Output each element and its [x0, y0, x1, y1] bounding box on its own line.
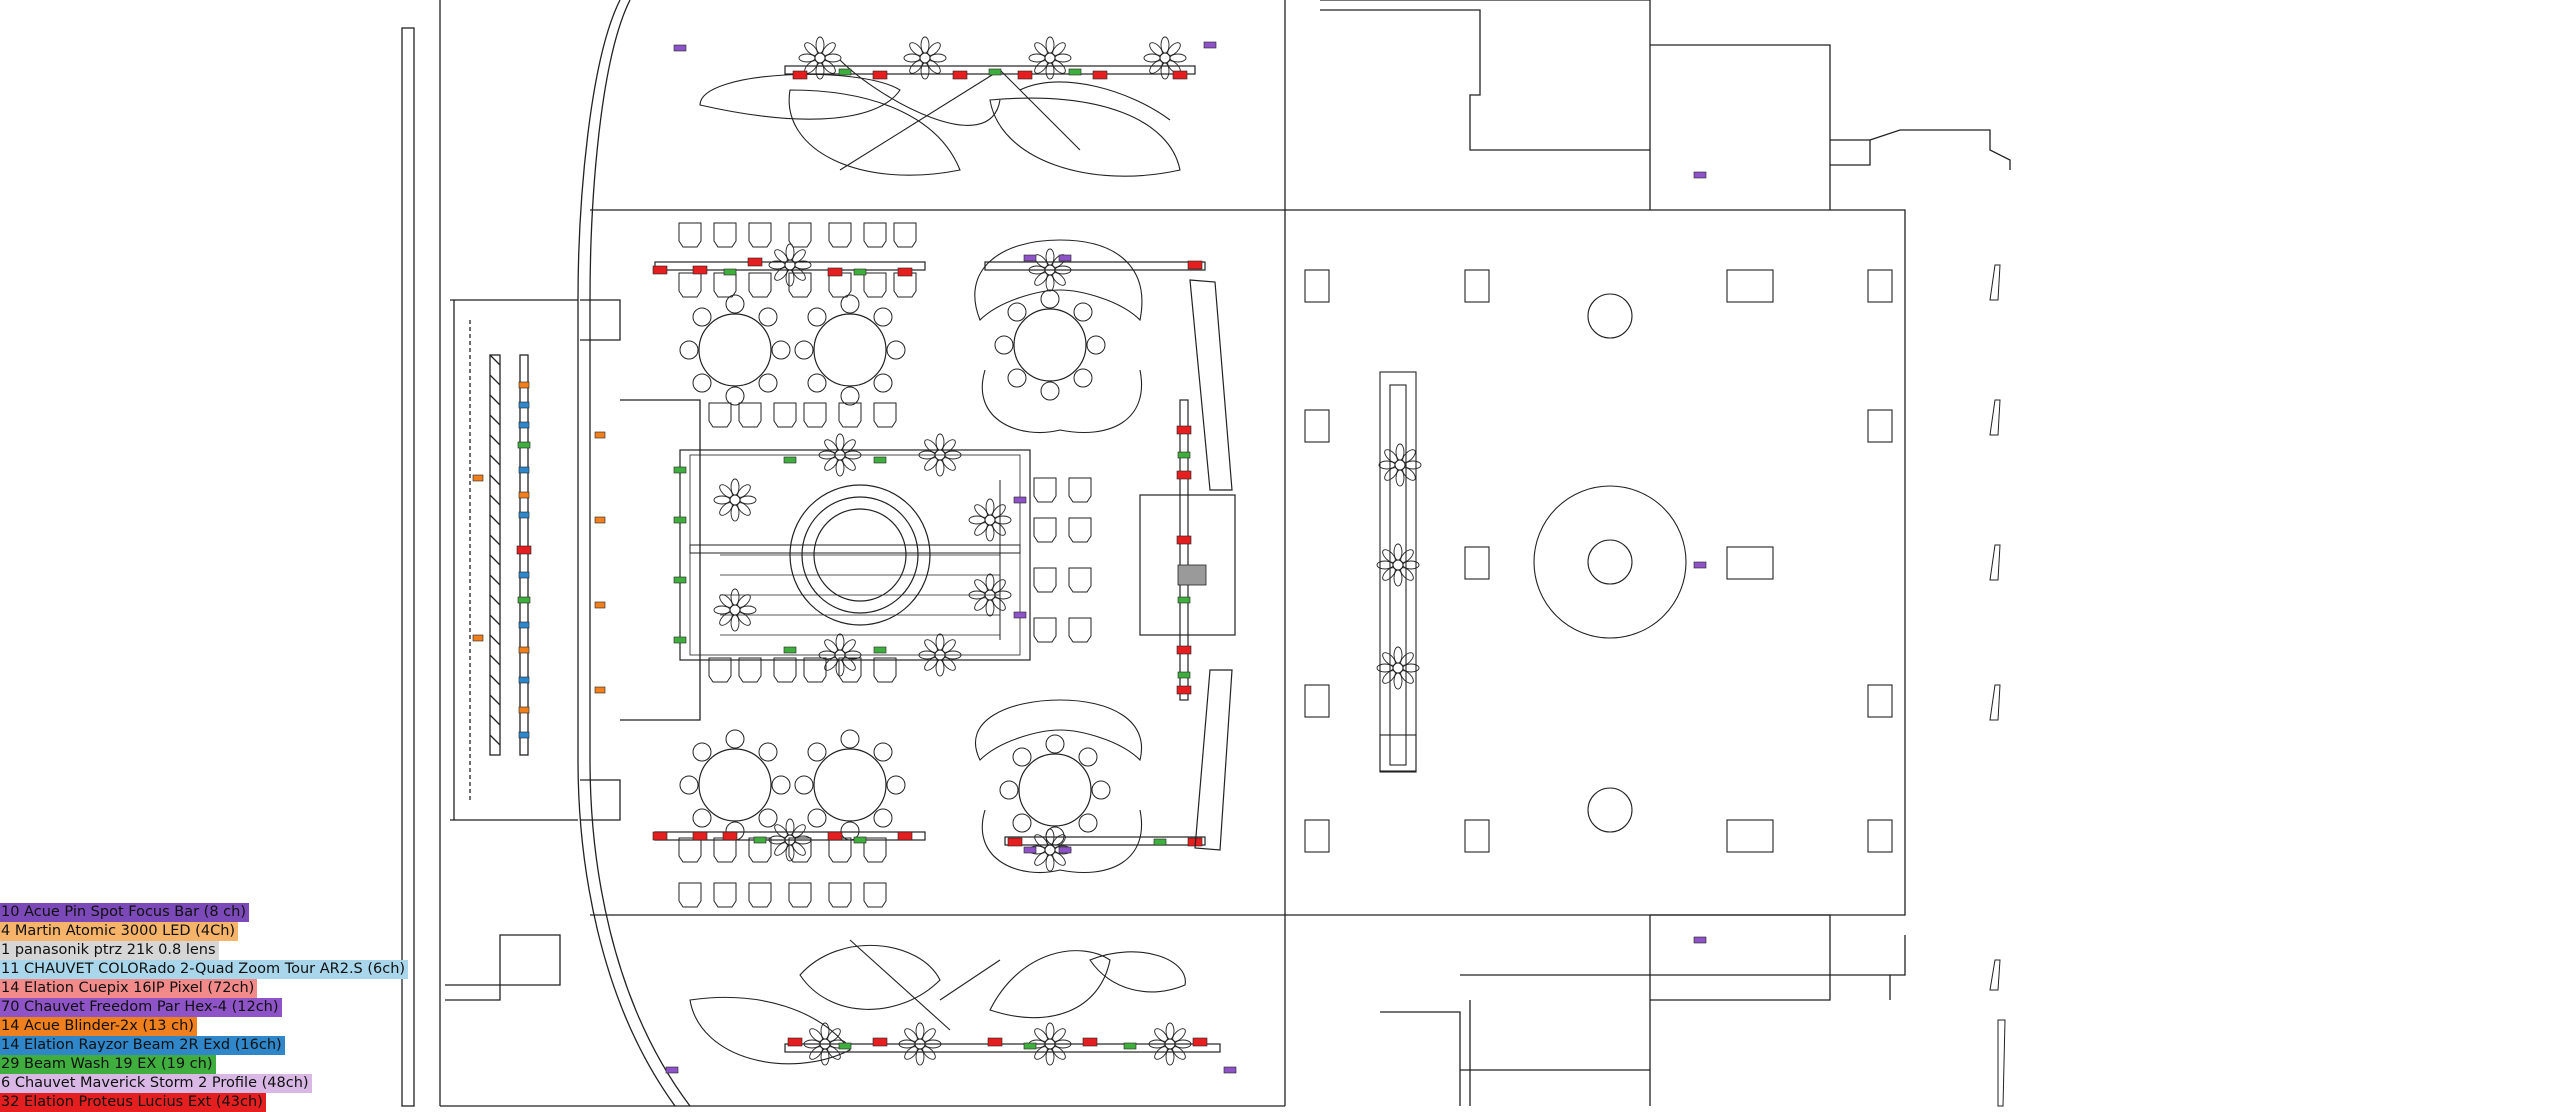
- lower-banquet-truss: [652, 818, 1206, 872]
- far-right-columns: [1989, 264, 2006, 1107]
- legend-item: 4 Martin Atomic 3000 LED (4Ch): [0, 922, 239, 941]
- legend-item: 14 Elation Rayzor Beam 2R Exd (16ch): [0, 1036, 285, 1055]
- legend-item: 14 Elation Cuepix 16IP Pixel (72ch): [0, 979, 258, 998]
- legend-item: 29 Beam Wash 19 EX (19 ch): [0, 1055, 216, 1074]
- dining-lounges: [974, 239, 1143, 874]
- lower-lounge: [689, 939, 1186, 1065]
- lower-truss: [665, 1022, 1237, 1074]
- legend-item: 11 CHAUVET COLORado 2-Quad Zoom Tour AR2…: [0, 960, 409, 979]
- fixture-legend: 10 Acue Pin Spot Focus Bar (8 ch)4 Marti…: [0, 903, 409, 1112]
- ballroom-bar: [1139, 279, 1236, 851]
- upper-banquet-truss: [652, 243, 1206, 292]
- upper-lounge: [699, 59, 1181, 177]
- hall-walls: [401, 0, 2011, 1107]
- legend-item: 70 Chauvet Freedom Par Hex-4 (12ch): [0, 998, 282, 1017]
- legend-item: 1 panasonik ptrz 21k 0.8 lens: [0, 941, 219, 960]
- backstage-truss: [489, 354, 529, 756]
- right-hall: [1304, 269, 1893, 853]
- legend-item: 6 Chauvet Maverick Storm 2 Profile (48ch…: [0, 1074, 312, 1093]
- backstage-fixtures: [472, 381, 606, 739]
- legend-item: 32 Elation Proteus Lucius Ext (43ch): [0, 1093, 266, 1112]
- legend-item: 14 Acue Blinder-2x (13 ch): [0, 1017, 197, 1036]
- legend-item: 10 Acue Pin Spot Focus Bar (8 ch): [0, 903, 249, 922]
- upper-truss: [673, 36, 1217, 80]
- right-hall-truss-flowers: [1376, 171, 1707, 944]
- ballroom-side-fixtures: [1176, 425, 1207, 695]
- dance-floor-stage: [679, 449, 1031, 661]
